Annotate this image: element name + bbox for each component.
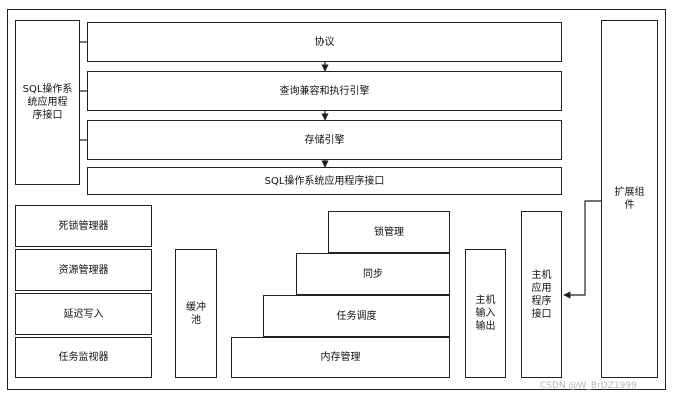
outer-frame <box>7 9 666 390</box>
resource-manager-box: 资源管理器 <box>15 249 152 291</box>
storage-engine-box: 存储引擎 <box>87 120 562 160</box>
arrow-extension-to-host-api <box>563 200 601 299</box>
task-monitor-box: 任务监视器 <box>15 337 152 378</box>
sql-os-api-bottom-box: SQL操作系统应用程序接口 <box>87 167 562 195</box>
lazy-writer-box: 延迟写入 <box>15 293 152 335</box>
memory-manager-box: 内存管理 <box>231 337 450 378</box>
host-io-box: 主机 输入 输出 <box>465 249 506 378</box>
buffer-pool-box: 缓冲 池 <box>175 249 217 378</box>
sync-box: 同步 <box>296 253 450 295</box>
protocol-box: 协议 <box>87 22 562 62</box>
task-scheduler-box: 任务调度 <box>263 295 450 337</box>
extension-box: 扩展组 件 <box>601 20 658 378</box>
deadlock-manager-box: 死锁管理器 <box>15 205 152 247</box>
lock-manager-box: 锁管理 <box>328 211 450 253</box>
sql-os-api-left-box: SQL操作系 统应用程 序接口 <box>15 20 80 185</box>
host-app-api-box: 主机 应用 程序 接口 <box>521 211 562 378</box>
query-engine-box: 查询兼容和执行引擎 <box>87 71 562 111</box>
watermark-text: CSDN @W_BrDZ1999 <box>540 381 637 391</box>
